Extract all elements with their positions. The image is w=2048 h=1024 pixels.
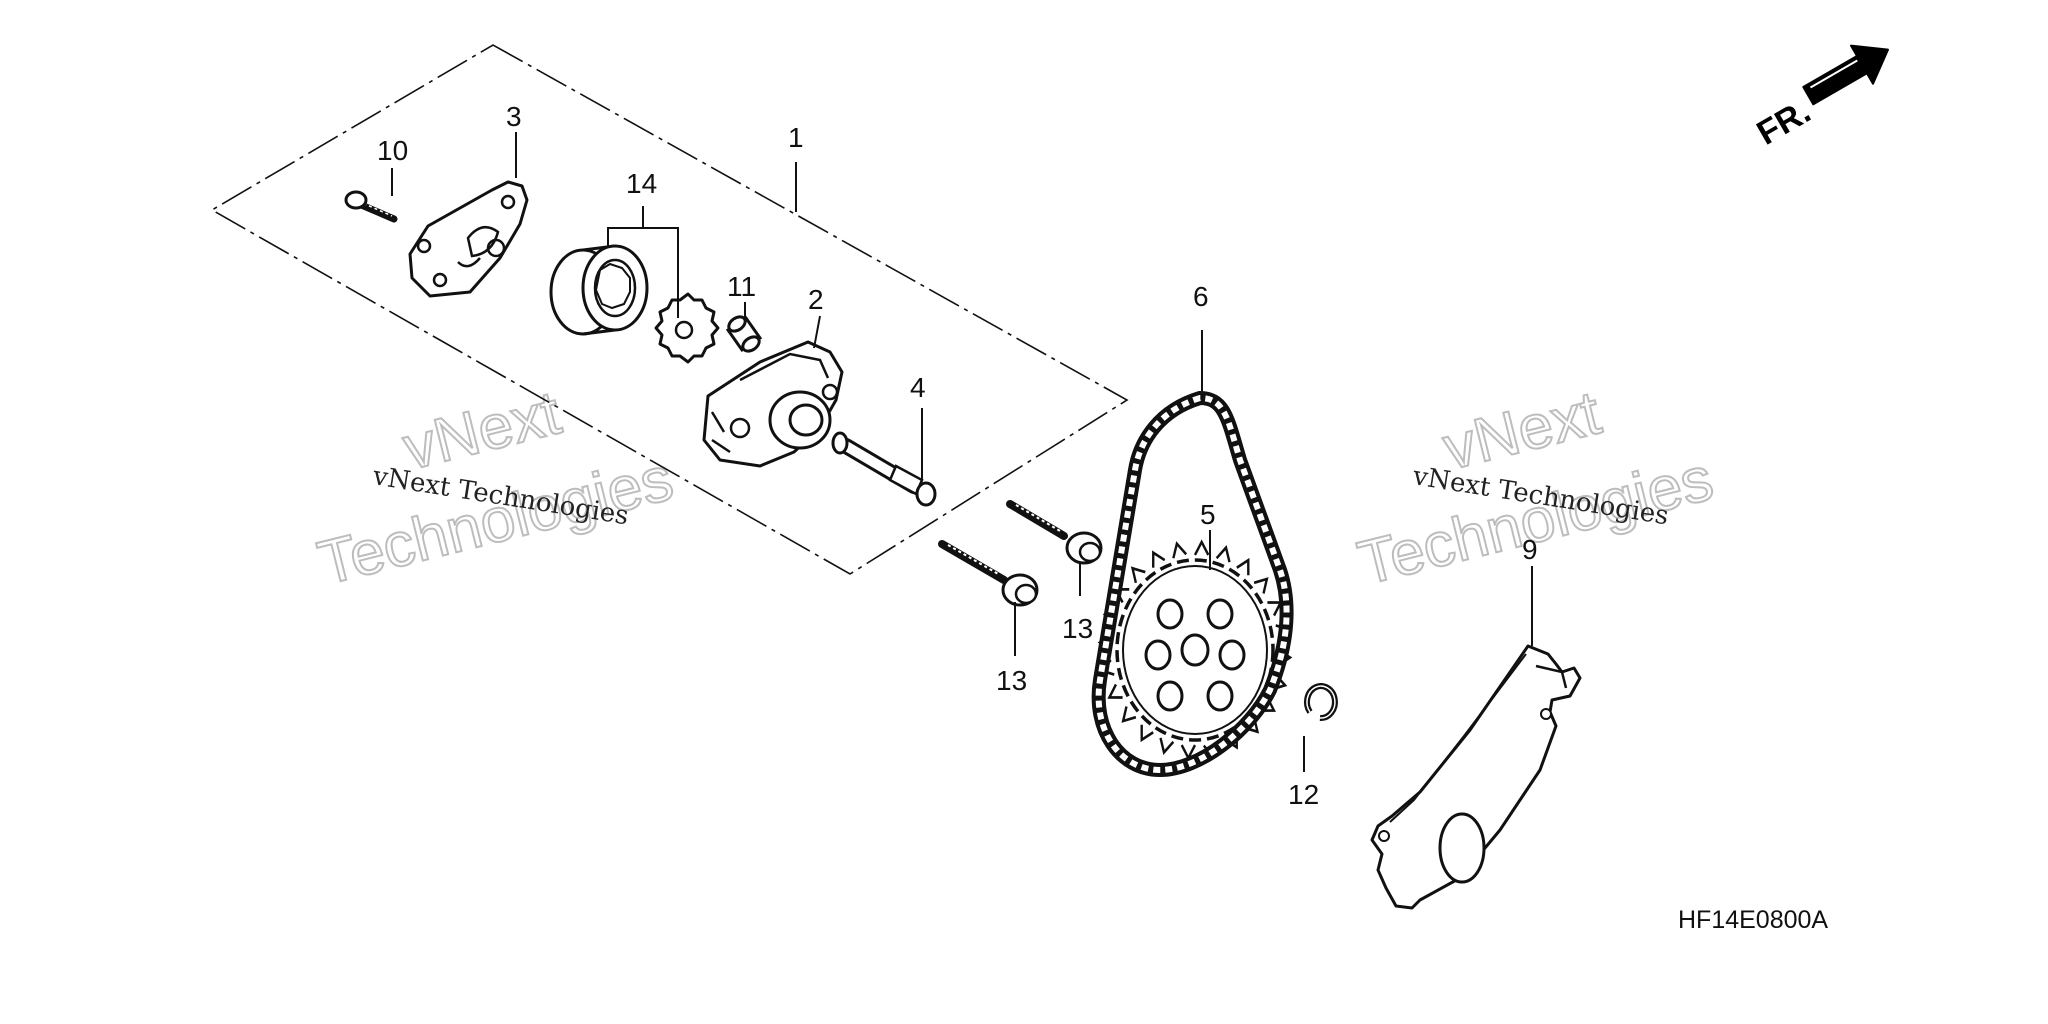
sprocket-part-5 [1097,539,1293,761]
callout-2: 2 [808,284,824,315]
snap-ring-part-12 [1303,683,1338,722]
flange-bolt-part-13-lower [938,540,1039,607]
callouts: 1 3 10 14 11 2 4 6 5 13 13 12 9 [377,101,1538,810]
flange-bolt-part-13-upper [1006,500,1103,565]
pump-shaft-part-4 [831,431,937,507]
front-direction-indicator: FR. [1751,44,1889,153]
watermark-right: vNext Technologies vNext Technologies [1351,377,1721,599]
callout-10: 10 [377,135,408,166]
callout-12: 12 [1288,779,1319,810]
guide-plate-part-9 [1370,644,1582,910]
front-arrow-icon [1802,44,1889,106]
inner-rotor-part-14 [654,292,720,364]
assembly-boundary [210,44,1129,575]
pump-cover-part-3 [408,180,529,298]
callout-13-upper: 13 [1062,613,1093,644]
drawing-code: HF14E0800A [1678,906,1828,934]
callout-1: 1 [788,122,804,153]
direction-label: FR. [1751,92,1817,152]
callout-11: 11 [727,271,756,302]
drive-chain-part-6 [1091,390,1294,778]
callout-13-lower: 13 [996,665,1027,696]
pump-body-part-2 [702,340,844,468]
callout-6: 6 [1193,281,1209,312]
callout-14: 14 [626,168,657,199]
callout-3: 3 [506,101,522,132]
watermark-left: vNext Technologies vNext Technologies [311,377,681,599]
callout-9: 9 [1522,534,1538,565]
callout-4: 4 [910,372,926,403]
bolt-part-10 [344,190,398,223]
callout-5: 5 [1200,499,1216,530]
rotor-set-part-14 [549,244,649,336]
leader-lines [391,132,1533,772]
